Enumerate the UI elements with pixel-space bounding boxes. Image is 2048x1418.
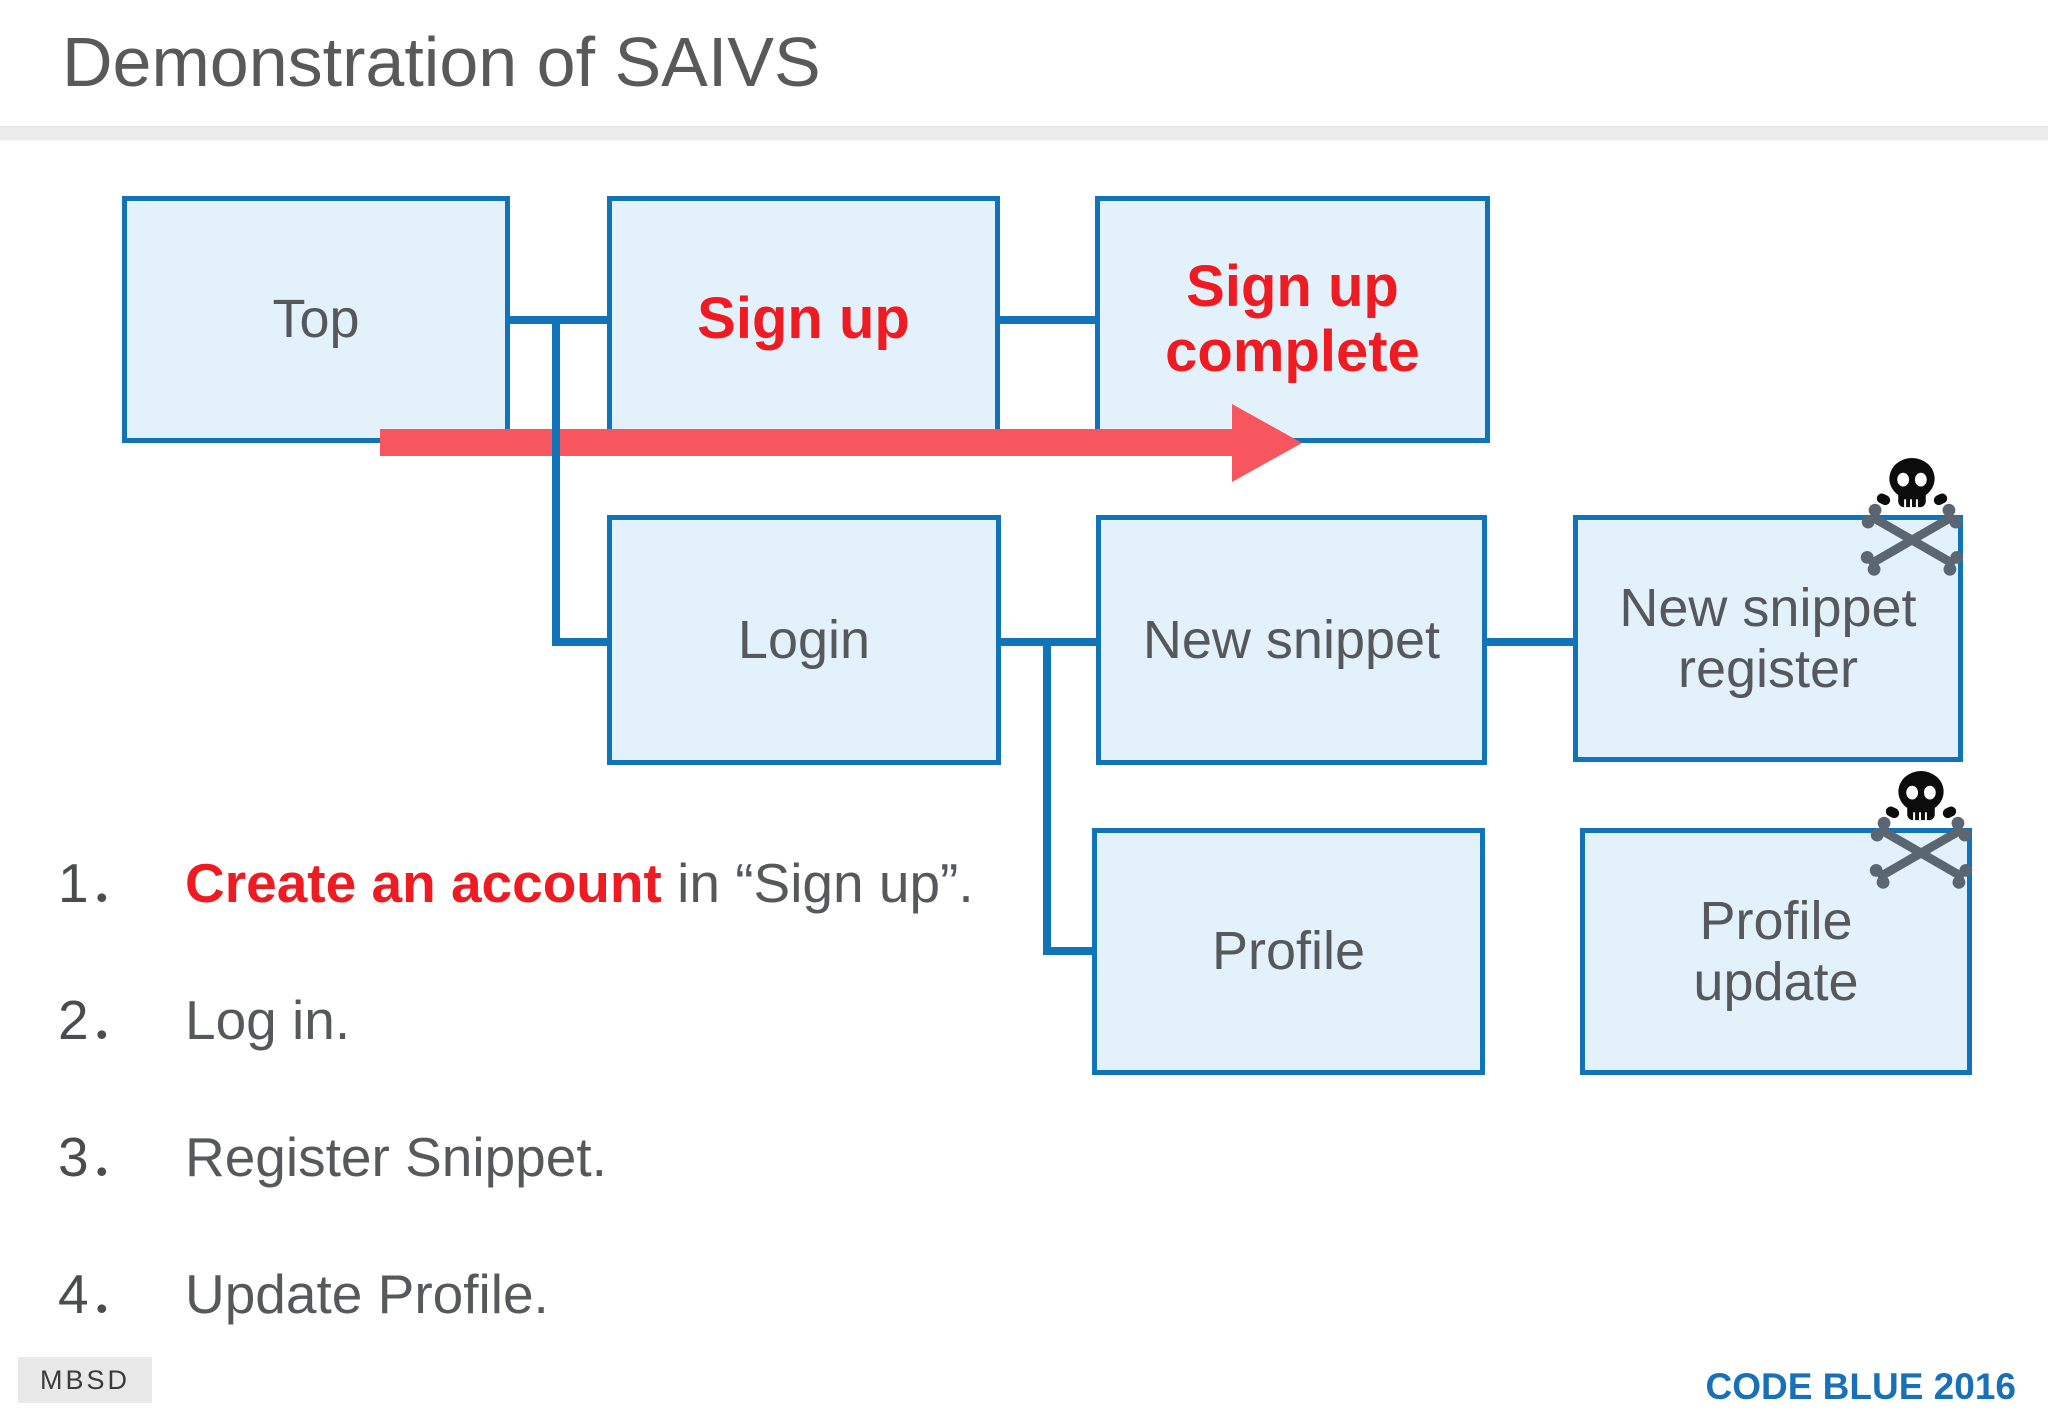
- page-title: Demonstration of SAIVS: [62, 23, 821, 101]
- step-item-1: 1． Create an account in “Sign up”.: [58, 838, 974, 918]
- flow-box-label: New snippet: [1142, 609, 1441, 670]
- flow-box-signup-complete: Sign up complete: [1095, 196, 1490, 443]
- flow-box-label: Sign up complete: [1165, 253, 1420, 384]
- connector: [1043, 638, 1051, 955]
- flow-box-label: Profile update: [1693, 891, 1859, 1012]
- step-number: 2．: [58, 989, 144, 1051]
- code-blue-label: CODE BLUE 2016: [1705, 1366, 2017, 1407]
- flow-box-label: Profile: [1211, 921, 1366, 982]
- step-item-3: 3． Register Snippet.: [58, 1112, 607, 1192]
- step-rest: in “Sign up”.: [661, 852, 974, 914]
- step-number: 3．: [58, 1126, 144, 1188]
- flow-box-login: Login: [607, 515, 1001, 765]
- step-number: 4．: [58, 1263, 144, 1325]
- skull-crossbones-icon: [1869, 771, 1973, 889]
- step-item-2: 2． Log in.: [58, 975, 350, 1055]
- skull-crossbones-icon: [1860, 458, 1964, 576]
- connector: [1487, 638, 1573, 646]
- flow-box-label: Login: [737, 609, 871, 670]
- flow-box-new-snippet-register: New snippet register: [1573, 515, 1963, 762]
- flow-box-label: Top: [272, 289, 360, 350]
- step-number: 1．: [58, 852, 144, 914]
- connector: [552, 316, 560, 646]
- flow-box-profile: Profile: [1092, 828, 1485, 1075]
- flow-box-signup: Sign up: [607, 196, 1000, 443]
- flow-box-top: Top: [122, 196, 510, 443]
- mbsd-logo: MBSD: [18, 1357, 152, 1403]
- step-text: Log in.: [185, 989, 351, 1051]
- flow-box-new-snippet: New snippet: [1096, 515, 1487, 765]
- connector: [1000, 316, 1095, 324]
- flow-arrow-shaft: [380, 429, 1232, 456]
- flow-box-profile-update: Profile update: [1580, 828, 1972, 1075]
- step-item-4: 4． Update Profile.: [58, 1249, 549, 1329]
- flow-box-label: New snippet register: [1619, 578, 1917, 699]
- step-text: Register Snippet.: [185, 1126, 607, 1188]
- step-text: Create an account in “Sign up”.: [185, 851, 974, 915]
- title-divider: [0, 126, 2048, 141]
- flow-arrow-head: [1232, 404, 1302, 482]
- step-text: Update Profile.: [185, 1263, 549, 1325]
- connector: [552, 638, 607, 646]
- flow-box-label: Sign up: [697, 286, 910, 352]
- connector: [1043, 947, 1092, 955]
- step-highlight: Create an account: [185, 852, 662, 914]
